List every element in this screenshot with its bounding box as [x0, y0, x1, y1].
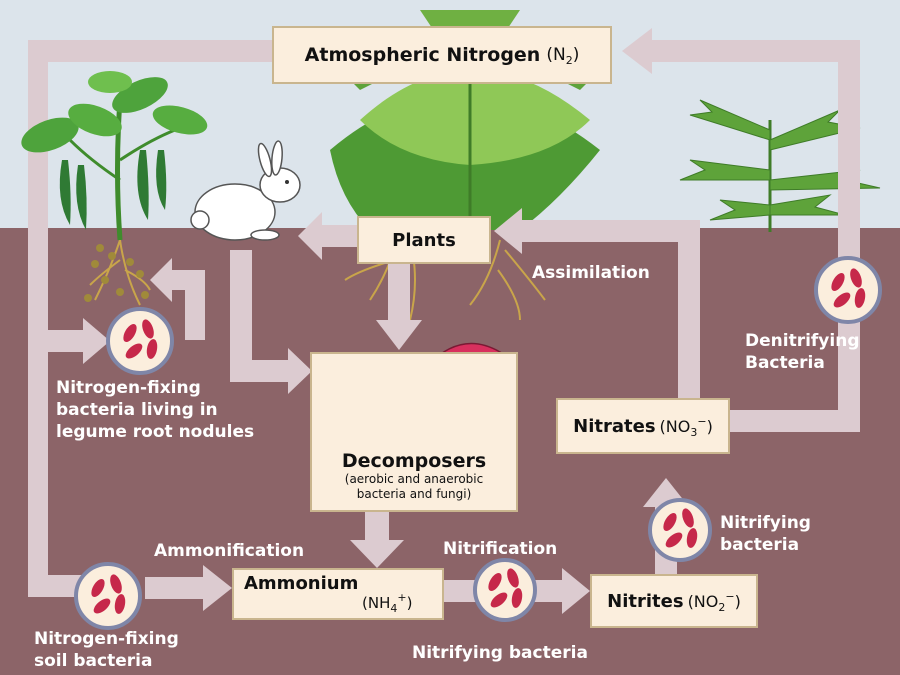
- ammonium-label: Ammonium: [244, 573, 359, 594]
- denitrifying-label-line1: Denitrifying: [745, 331, 860, 351]
- nitrifying-bacteria: [648, 498, 712, 562]
- legume-label-line2: bacteria living in: [56, 400, 218, 420]
- legume-plant: [21, 71, 208, 241]
- rabbit: [190, 140, 301, 241]
- assimilation-label: Assimilation: [532, 263, 650, 283]
- legume-label-line1: Nitrogen-fixing: [56, 378, 201, 398]
- soil-bacteria-label-line2: soil bacteria: [34, 651, 153, 671]
- nitrates-label: Nitrates: [573, 415, 656, 437]
- nitrites-box: Nitrites (NO2−): [590, 574, 758, 628]
- ammonium-formula: (NH4+): [362, 591, 413, 615]
- nitrites-label: Nitrites: [607, 590, 684, 612]
- ammonification-label: Ammonification: [154, 541, 305, 561]
- root-nodules: [84, 244, 149, 302]
- soil-bacteria-label-line1: Nitrogen-fixing: [34, 629, 179, 649]
- nitrification-bacteria: [473, 558, 537, 622]
- nitrification-label: Nitrification: [443, 539, 558, 559]
- nitrifying-label-line2: bacteria: [720, 535, 800, 555]
- legume-label-line3: legume root nodules: [56, 422, 255, 442]
- nitrifying-label-line1: Nitrifying: [720, 513, 811, 533]
- atmospheric-nitrogen-formula: (N2): [546, 45, 580, 67]
- denitrifying-label-line2: Bacteria: [745, 353, 825, 373]
- plants-box: Plants: [357, 216, 491, 264]
- decomposers-box: Decomposers (aerobic and anaerobic bacte…: [310, 352, 518, 512]
- decomposers-detail-line2: bacteria and fungi): [356, 487, 472, 501]
- atmospheric-nitrogen-label: Atmospheric Nitrogen: [304, 44, 541, 66]
- ammonium-box: Ammonium (NH4+): [232, 568, 444, 620]
- atmospheric-nitrogen-box: Atmospheric Nitrogen (N2): [272, 26, 612, 84]
- denitrifying-bacteria: [814, 256, 882, 324]
- legume-nodule-bacteria: [106, 307, 174, 375]
- nitrifying-bacteria-bottom-label: Nitrifying bacteria: [412, 643, 588, 663]
- soil-bacteria: [74, 562, 142, 630]
- plants-label: Plants: [392, 229, 456, 251]
- decomposers-label: Decomposers: [341, 450, 487, 472]
- nitrates-box: Nitrates (NO3−): [556, 398, 730, 454]
- nitrates-formula: (NO3−): [659, 414, 713, 439]
- nitrites-formula: (NO2−): [687, 589, 741, 614]
- decomposers-detail-line1: (aerobic and anaerobic: [344, 472, 484, 486]
